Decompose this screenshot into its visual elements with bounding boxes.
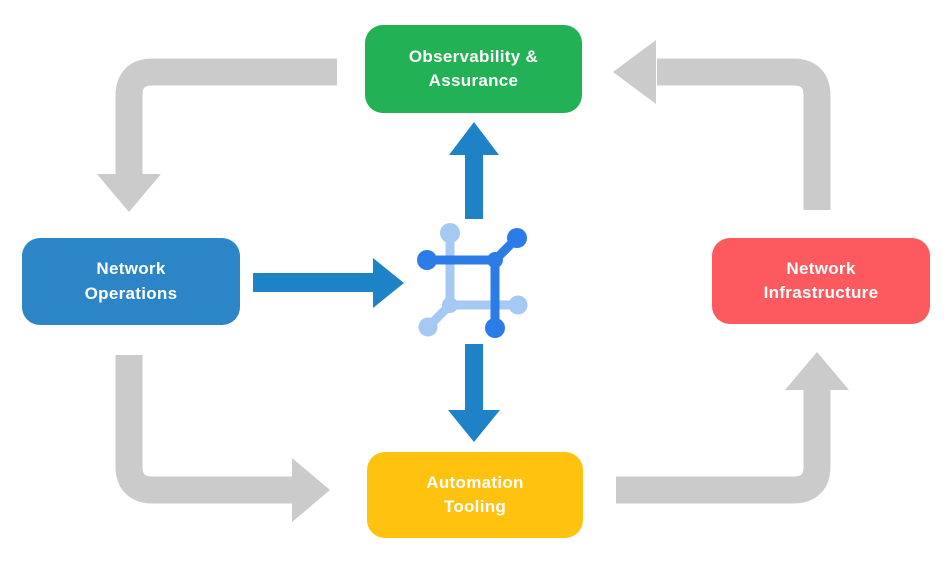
network-fabric-icon	[417, 223, 528, 338]
cycle-arrow-operations-to-automation	[115, 355, 330, 522]
flow-arrow-center-to-observability	[449, 122, 499, 219]
node-automation-tooling-label: Automation Tooling	[426, 472, 524, 516]
node-network-infrastructure-label: Network Infrastructure	[763, 258, 879, 302]
node-network-operations-label: Network Operations	[84, 259, 178, 303]
cycle-arrow-automation-to-infrastructure	[616, 352, 849, 504]
flow-arrow-center-to-automation	[448, 344, 500, 442]
node-automation-tooling: Automation Tooling	[367, 452, 583, 538]
flow-arrow-operations-to-center	[253, 258, 404, 308]
cycle-arrow-observability-to-operations	[97, 58, 337, 212]
cycle-arrow-infrastructure-to-observability	[613, 40, 831, 210]
node-observability-assurance-label: Observability & Assurance	[408, 46, 539, 90]
node-network-infrastructure: Network Infrastructure	[712, 238, 930, 324]
node-network-operations: Network Operations	[22, 238, 240, 325]
node-observability-assurance: Observability & Assurance	[365, 25, 582, 113]
